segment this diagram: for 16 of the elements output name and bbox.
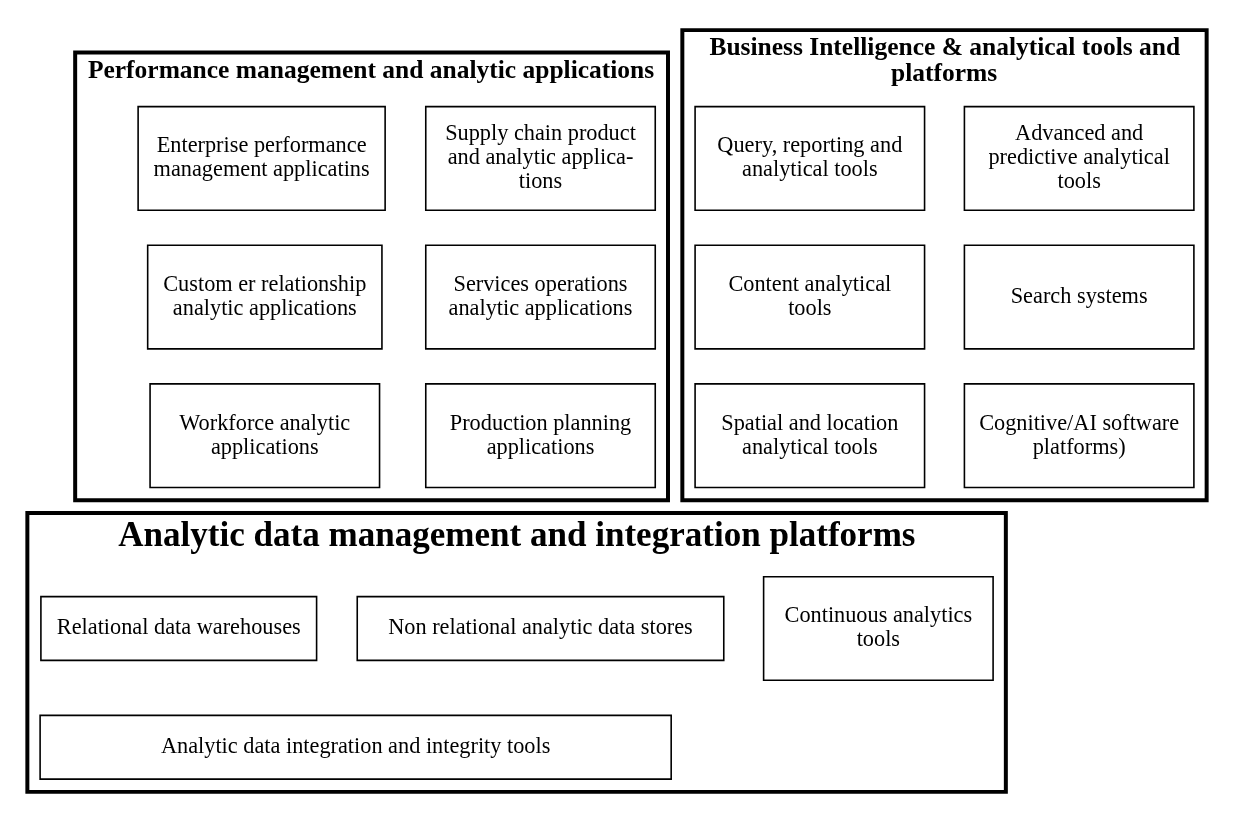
node-box: Analytic data integration and integrity tools	[39, 714, 672, 780]
node-box: Spatial and location analytical tools	[694, 382, 926, 488]
node-box: Workforce analytic applications	[149, 382, 381, 488]
node-box: Search systems	[963, 243, 1195, 350]
node-box: Cognitive/AI software platforms)	[963, 382, 1195, 488]
node-box: Advanced and predictive analytical tools	[963, 105, 1195, 211]
node-box: Enterprise performance management applicatins	[137, 105, 386, 211]
node-box: Production planning applications	[424, 382, 657, 488]
node-box: Non relational analytic data stores	[356, 595, 725, 661]
node-box: Continuous analytics tools	[762, 575, 994, 681]
node-box: Supply chain product and analytic applica- tions	[424, 105, 657, 211]
node-box: Custom er relationship analytic applications	[146, 243, 383, 350]
node-box: Services operations analytic applications	[424, 243, 657, 350]
node-box: Relational data warehouses	[40, 595, 318, 661]
node-box: Query, reporting and analytical tools	[694, 105, 926, 211]
node-box: Content analytical tools	[694, 243, 926, 350]
